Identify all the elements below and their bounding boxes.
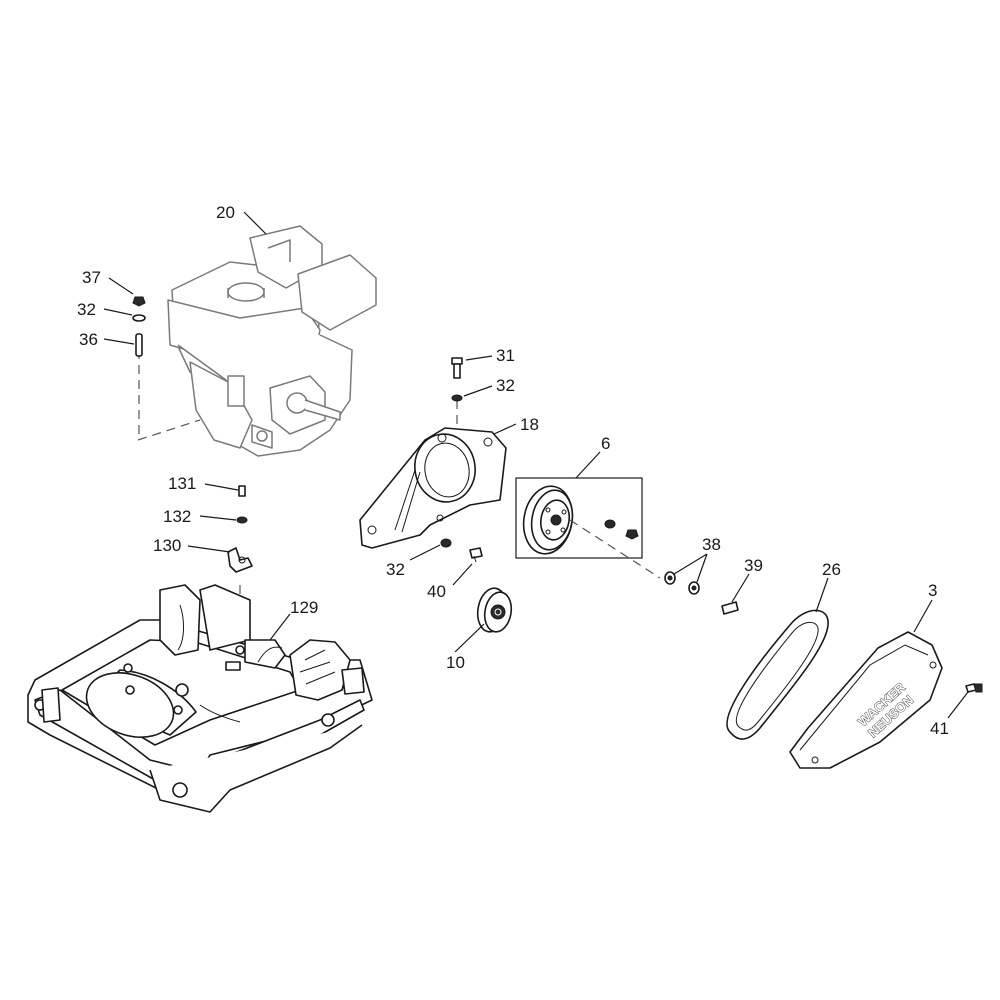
callout-132: 132	[163, 507, 191, 526]
hardware-stack-37-32-36	[132, 296, 146, 440]
callout-40: 40	[427, 582, 446, 601]
callout-131: 131	[168, 474, 196, 493]
small-pulley-part-10	[476, 587, 513, 633]
callout-18: 18	[520, 415, 539, 434]
clamp-130-screw-131-washer-132	[227, 485, 253, 573]
callout-labels: 20 37 32 36 31 32 18 6 131 132 130 129 3…	[77, 203, 949, 738]
callout-129: 129	[290, 598, 318, 617]
callout-26: 26	[822, 560, 841, 579]
callout-31: 31	[496, 346, 515, 365]
bolt-31-washer-32	[451, 357, 463, 402]
engine-part-20	[137, 225, 377, 457]
washers-38-bolt-39	[664, 571, 739, 615]
v-belt-part-26	[726, 609, 829, 740]
callout-32: 32	[77, 300, 96, 319]
belt-guard-back-part-18	[359, 400, 507, 549]
callout-38: 38	[702, 535, 721, 554]
callout-39: 39	[744, 556, 763, 575]
base-plate-part-129	[27, 584, 373, 813]
callout-10: 10	[446, 653, 465, 672]
callout-20: 20	[216, 203, 235, 222]
callout-41: 41	[930, 719, 949, 738]
callout-36: 36	[79, 330, 98, 349]
callout-32: 32	[496, 376, 515, 395]
callout-3: 3	[928, 581, 937, 600]
callout-6: 6	[601, 434, 610, 453]
bolt-part-41	[965, 683, 983, 693]
pulley-assembly-part-6	[515, 477, 661, 579]
callout-32: 32	[386, 560, 405, 579]
washer-32-screw-40	[440, 538, 483, 563]
callout-leaders	[103, 211, 969, 719]
callout-37: 37	[82, 268, 101, 287]
callout-130: 130	[153, 536, 181, 555]
